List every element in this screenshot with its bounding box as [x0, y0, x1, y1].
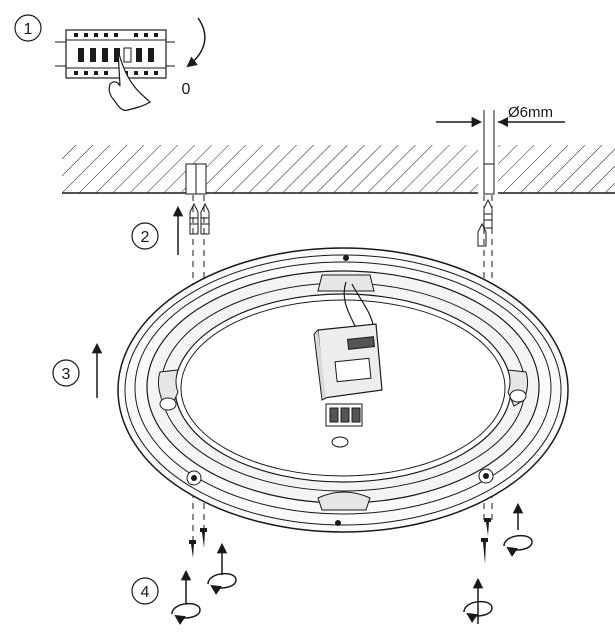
ceiling [62, 110, 615, 195]
hole-diameter-dimension: Ø6mm [436, 104, 565, 128]
mounting-bracket-right [507, 369, 529, 407]
switch-off-arrow-icon [186, 17, 206, 68]
step-2-group: 2 [131, 198, 493, 255]
mounting-bracket-bottom [317, 491, 371, 526]
hand-icon [108, 49, 151, 111]
mounting-screw-icon [189, 518, 491, 564]
step-4-group: 4 [131, 502, 533, 626]
step-4-number: 4 [141, 584, 150, 601]
terminal-block-icon [325, 403, 363, 448]
step-3-group: 3 [52, 342, 103, 398]
rotate-clockwise-icon [171, 534, 533, 626]
step-3-badge [52, 359, 80, 387]
step-1-number: 1 [24, 21, 33, 38]
hole-diameter-label: Ø6mm [508, 104, 553, 121]
step-2-badge [131, 222, 159, 250]
breaker-panel-icon [55, 29, 175, 79]
mounting-bracket-left [157, 369, 179, 411]
step-4-badge [131, 577, 159, 605]
wall-dowel-icon [189, 198, 493, 247]
step-1-badge [14, 14, 42, 42]
step-2-number: 2 [141, 229, 150, 246]
led-driver-box [313, 281, 383, 401]
switch-off-label: 0 [182, 81, 191, 98]
step-3-number: 3 [62, 366, 71, 383]
step-1-group: 1 0 [14, 14, 206, 111]
